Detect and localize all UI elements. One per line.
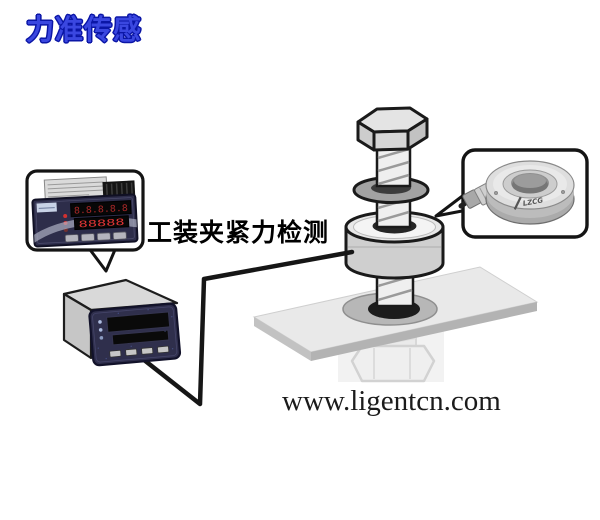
- through-hole-load-cell-photo: LZCG: [458, 160, 575, 225]
- upper-display-window: [70, 200, 132, 218]
- hex-bolt-head: [356, 106, 429, 152]
- led-indicator: [98, 328, 103, 332]
- website-url: www.ligentcn.com: [282, 385, 501, 417]
- sensor-cable: [136, 249, 355, 407]
- sensor-callout-bubble: LZCG: [434, 148, 589, 239]
- lower-display-digits: 88888: [78, 218, 124, 230]
- lower-display-window: [73, 215, 130, 231]
- panel-buttons: [109, 345, 170, 358]
- brand-slash-mark: [513, 196, 522, 210]
- led-indicator: [98, 320, 102, 324]
- panel-buttons: [64, 231, 127, 243]
- digital-force-indicator: 8.8.8.8.8 88888: [31, 176, 139, 248]
- brand-logo-text: 力准传感: [26, 13, 143, 46]
- benchtop-indicator: [62, 278, 182, 367]
- upper-display-digits: 8.8.8.8.8: [74, 204, 128, 217]
- brand-mark: LZCG: [522, 196, 544, 207]
- indicator-callout-bubble: 8.8.8.8.8 88888: [25, 169, 145, 273]
- led-indicator: [63, 214, 68, 219]
- led-indicator: [99, 336, 104, 340]
- upper-display-window: [106, 311, 171, 333]
- lower-display-window: [111, 329, 170, 346]
- diagram-caption: 工装夹紧力检测: [147, 218, 330, 247]
